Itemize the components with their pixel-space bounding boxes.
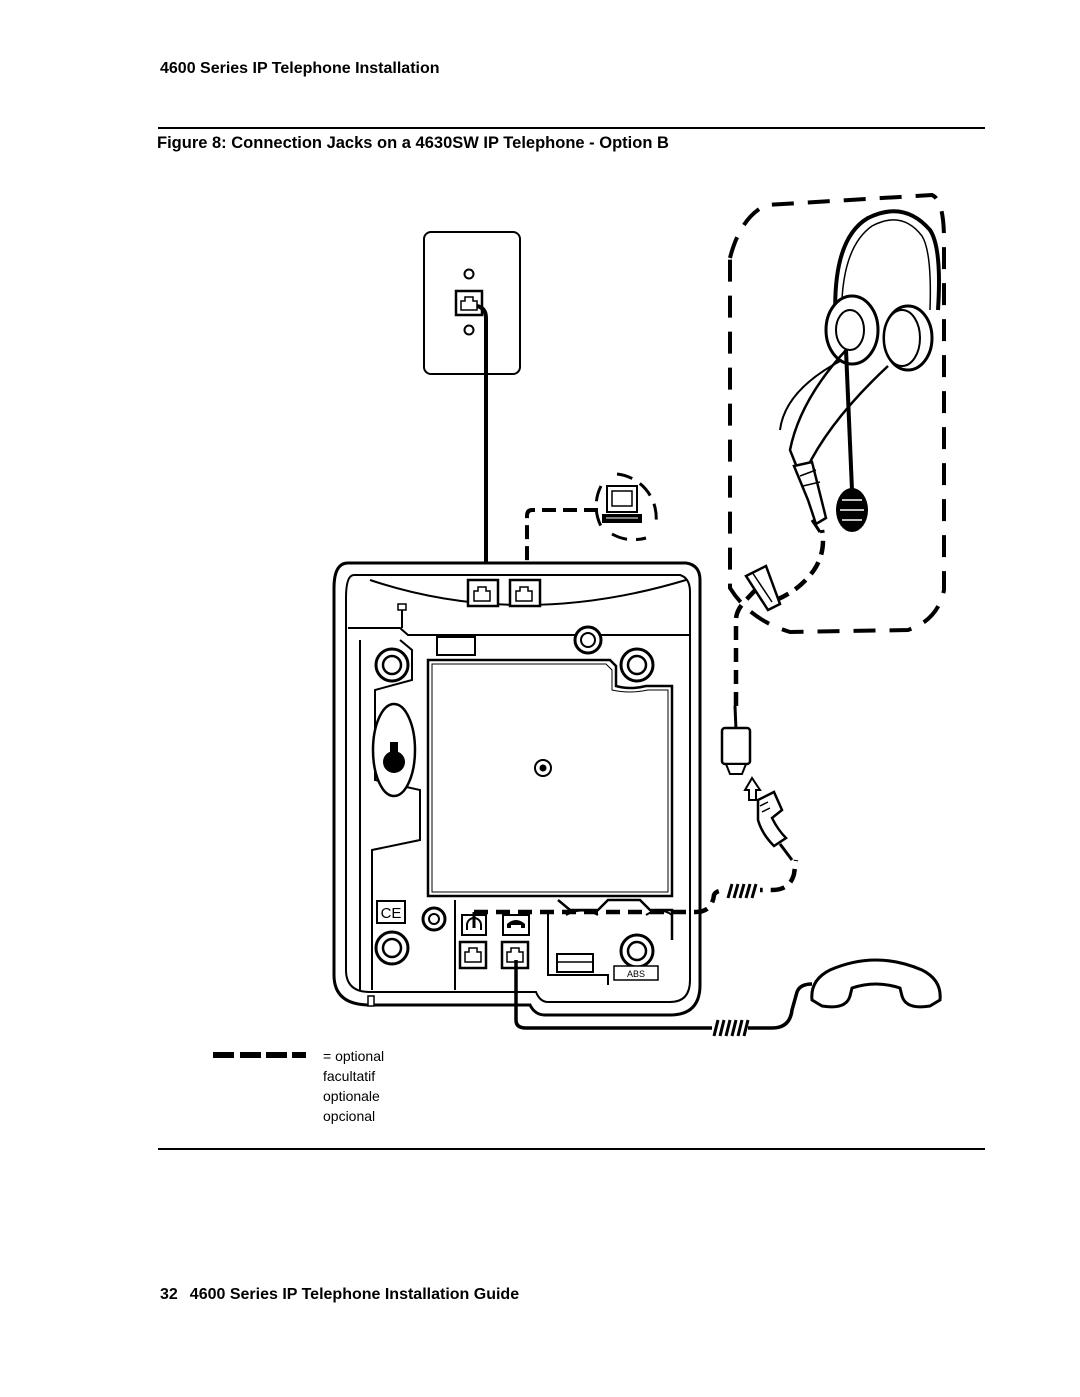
- headset-coil: [726, 883, 760, 899]
- legend-item-2: optionale: [323, 1088, 380, 1104]
- headset: [779, 209, 941, 533]
- legend-optional-line: [213, 1052, 306, 1058]
- legend-item-1: facultatif: [323, 1068, 376, 1084]
- pc-icon: [594, 472, 658, 542]
- legend-item-0: = optional: [323, 1048, 385, 1064]
- page-footer: 32 4600 Series IP Telephone Installation …: [160, 1286, 519, 1304]
- legend-item-3: opcional: [323, 1108, 376, 1124]
- figure-caption: Figure 8: Connection Jacks on a 4630SW I…: [157, 134, 669, 152]
- running-header: 4600 Series IP Telephone Installation: [160, 60, 440, 77]
- legend: = optional facultatif optionale opcional: [323, 1046, 384, 1126]
- pc-cable-optional: [525, 508, 598, 592]
- handset: [810, 958, 942, 1009]
- headset-plug: [744, 564, 782, 612]
- bottom-rule: [158, 1148, 985, 1150]
- svg-text:CE: CE: [381, 905, 402, 922]
- handset-cord: [514, 960, 813, 1030]
- abs-label: ABS: [627, 969, 645, 979]
- wall-jack-plate: [423, 231, 521, 375]
- page-number: 32: [160, 1286, 178, 1303]
- lan-cable: [476, 304, 488, 596]
- headset-cord-optional: [474, 859, 799, 915]
- headset-optional-outline: [728, 192, 946, 635]
- quick-disconnect-connector: [720, 705, 794, 861]
- phone-base: CE ABS: [332, 561, 702, 1017]
- headset-adapter-cord-optional: [733, 583, 762, 706]
- guide-title: 4600 Series IP Telephone Installation Gu…: [189, 1286, 520, 1303]
- handset-coil: [712, 1019, 750, 1037]
- top-rule: [158, 127, 985, 129]
